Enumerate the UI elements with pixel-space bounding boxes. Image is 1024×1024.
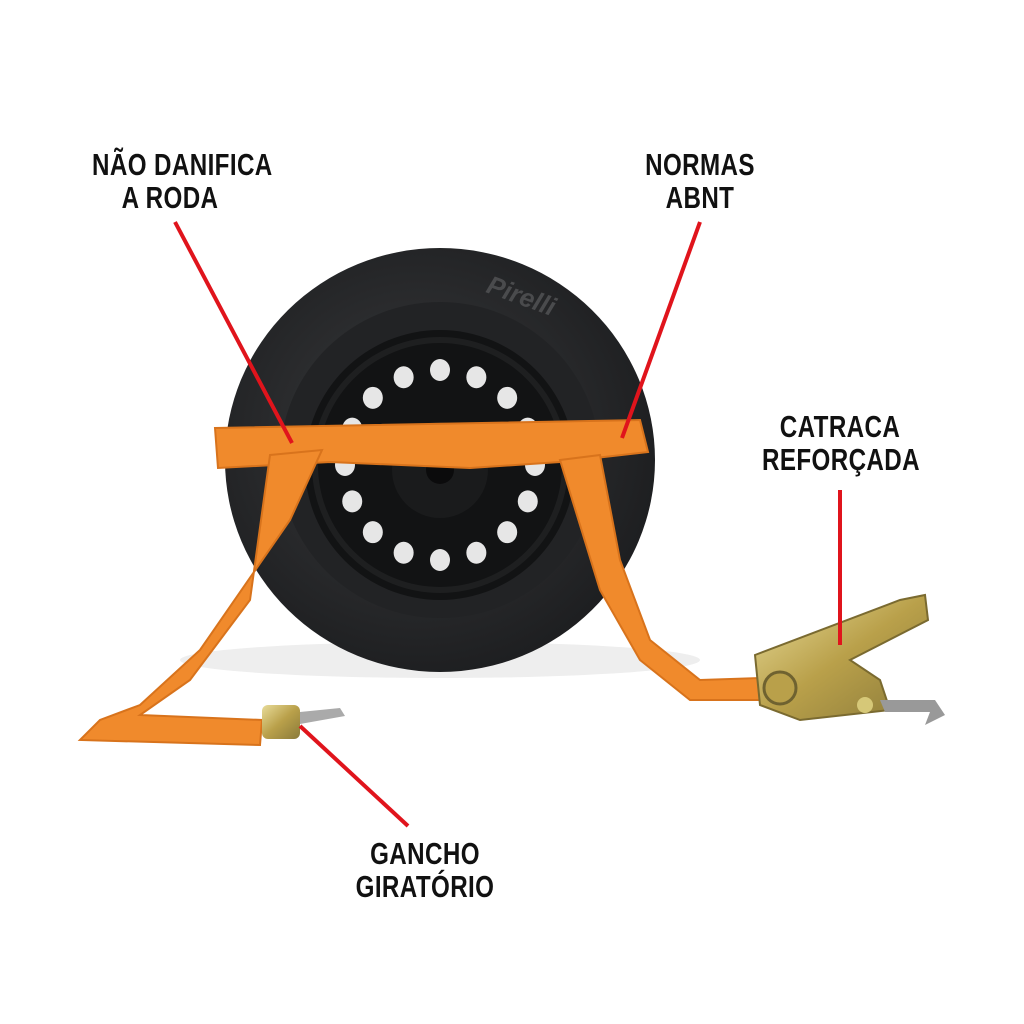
rim-hole bbox=[430, 359, 450, 381]
label-line: NÃO DANIFICA bbox=[92, 147, 273, 182]
rim-hole bbox=[430, 549, 450, 571]
label-line: GIRATÓRIO bbox=[355, 869, 495, 904]
rim-hole bbox=[466, 366, 487, 389]
pointer-wheel bbox=[173, 221, 294, 444]
label-line: NORMAS bbox=[645, 147, 755, 182]
pointer-lines bbox=[173, 221, 842, 828]
pointer-hook bbox=[298, 724, 410, 828]
label-line: CATRACA bbox=[779, 409, 901, 444]
rim-hole bbox=[466, 541, 487, 564]
rim-hole bbox=[342, 490, 363, 513]
rim-hole bbox=[517, 490, 538, 513]
rim-hole bbox=[362, 386, 383, 409]
label-line: ABNT bbox=[665, 180, 735, 215]
label-normas-abnt: NORMAS ABNT bbox=[622, 148, 778, 214]
label-line: REFORÇADA bbox=[762, 442, 920, 477]
label-nao-danifica: NÃO DANIFICA A RODA bbox=[92, 147, 273, 215]
rim-hole bbox=[393, 366, 414, 389]
label-gancho: GANCHO GIRATÓRIO bbox=[347, 837, 503, 903]
label-line: GANCHO bbox=[370, 836, 480, 871]
rim-hole bbox=[362, 521, 383, 544]
pointer-standard bbox=[620, 221, 702, 439]
rim-hole bbox=[497, 386, 518, 409]
label-line: A RODA bbox=[121, 180, 219, 215]
rim-hole bbox=[497, 521, 518, 544]
ratchet bbox=[753, 593, 945, 725]
label-catraca: CATRACA REFORÇADA bbox=[762, 409, 920, 477]
rim-hole bbox=[393, 541, 414, 564]
swivel-hook bbox=[262, 705, 345, 739]
